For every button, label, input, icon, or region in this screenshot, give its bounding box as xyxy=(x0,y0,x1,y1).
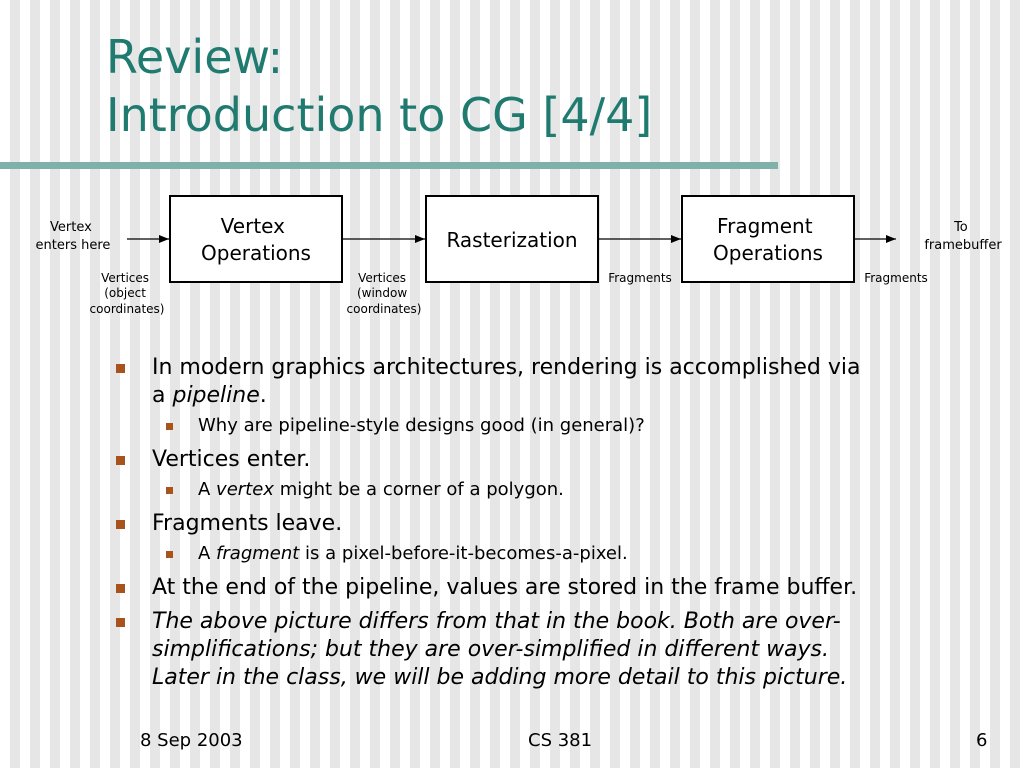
bullet-3-sub: A fragment is a pixel-before-it-becomes-… xyxy=(166,542,628,566)
slide-title: Review: Introduction to CG [4/4] xyxy=(106,28,652,144)
bullet-2-sub: A vertex might be a corner of a polygon. xyxy=(166,478,564,502)
box-fragment-operations-label: Fragment Operations xyxy=(713,214,823,265)
square-bullet-icon xyxy=(116,584,125,593)
square-bullet-icon xyxy=(166,423,173,430)
edge-label-object-vertices-line-3: coordinates) xyxy=(90,302,165,316)
bullet-4-text: At the end of the pipeline, values are s… xyxy=(152,575,858,600)
slide-title-line-1: Review: xyxy=(106,30,284,84)
edge-label-fragments-1-line-1: Fragments xyxy=(608,271,672,285)
bullet-4: At the end of the pipeline, values are s… xyxy=(116,574,858,602)
box-vertex-operations-line-2: Operations xyxy=(201,241,311,265)
square-bullet-icon xyxy=(116,520,125,529)
bullet-1-line-2: a pipeline. xyxy=(152,382,267,410)
bullet-5-line-1: The above picture differs from that in t… xyxy=(152,609,841,634)
footer-date: 8 Sep 2003 xyxy=(140,730,243,751)
input-label: Vertex enters here xyxy=(36,220,111,253)
title-underline-rule xyxy=(0,162,778,169)
edge-label-object-vertices: Vertices (object coordinates) xyxy=(90,271,165,316)
bullet-2-text: Vertices enter. xyxy=(152,447,311,472)
bullet-2: Vertices enter. xyxy=(116,446,311,474)
bullet-3-text: Fragments leave. xyxy=(152,511,343,536)
bullet-1-sub: Why are pipeline-style designs good (in … xyxy=(166,414,645,438)
input-label-line-1: Vertex xyxy=(50,220,92,235)
edge-label-fragments-2-line-1: Fragments xyxy=(864,271,928,285)
slide-title-line-2: Introduction to CG [4/4] xyxy=(106,88,653,142)
bullet-3-sub-suffix: is a pixel-before-it-becomes-a-pixel. xyxy=(299,543,628,564)
box-rasterization-line-1: Rasterization xyxy=(446,228,577,252)
square-bullet-icon xyxy=(166,551,173,558)
square-bullet-icon xyxy=(166,487,173,494)
bullet-3: Fragments leave. xyxy=(116,510,343,538)
edge-label-object-vertices-line-2: (object xyxy=(104,286,146,300)
square-bullet-icon xyxy=(116,364,125,373)
bullet-2-sub-prefix: A xyxy=(198,479,217,500)
box-vertex-operations xyxy=(169,195,343,283)
edge-label-object-vertices-line-1: Vertices xyxy=(101,271,149,285)
bullet-5-line-2: simplifications; but they are over-simpl… xyxy=(152,637,830,662)
bullet-3-sub-emphasis: fragment xyxy=(216,543,300,564)
footer-course: CS 381 xyxy=(528,730,593,751)
edge-label-window-vertices-line-1: Vertices xyxy=(358,271,406,285)
box-fragment-operations xyxy=(681,195,855,283)
edge-label-window-vertices-line-3: coordinates) xyxy=(347,302,422,316)
output-label-line-2: framebuffer xyxy=(924,238,1002,253)
box-fragment-operations-line-2: Operations xyxy=(713,241,823,265)
bullet-1-sub-text: Why are pipeline-style designs good (in … xyxy=(198,415,645,436)
bullet-1-text: In modern graphics architectures, render… xyxy=(152,355,861,380)
bullet-5: The above picture differs from that in t… xyxy=(116,608,841,636)
box-rasterization-label: Rasterization xyxy=(446,228,577,252)
edge-label-window-vertices-line-2: (window xyxy=(357,286,407,300)
bullet-5-line-3: Later in the class, we will be adding mo… xyxy=(152,665,848,690)
edge-label-fragments-1: Fragments xyxy=(608,271,672,285)
box-rasterization xyxy=(425,195,599,283)
bullet-1: In modern graphics architectures, render… xyxy=(116,354,861,382)
pipeline-diagram: Vertex enters here Vertex Operations Ras… xyxy=(36,195,1002,316)
bullet-1-line-2-prefix: a xyxy=(152,383,173,408)
square-bullet-icon xyxy=(116,456,125,465)
bullet-2-sub-emphasis: vertex xyxy=(216,479,274,500)
input-label-line-2: enters here xyxy=(36,238,111,253)
footer-page-number: 6 xyxy=(976,730,988,751)
square-bullet-icon xyxy=(116,618,125,627)
edge-label-window-vertices: Vertices (window coordinates) xyxy=(347,271,422,316)
box-fragment-operations-line-1: Fragment xyxy=(717,214,813,238)
bullet-1-suffix: . xyxy=(259,383,267,408)
output-label-line-1: To xyxy=(953,220,968,235)
edge-label-fragments-2: Fragments xyxy=(864,271,928,285)
output-label: To framebuffer xyxy=(924,220,1002,253)
bullet-1-emphasis: pipeline xyxy=(172,383,260,408)
bullet-3-sub-prefix: A xyxy=(198,543,217,564)
bullet-2-sub-suffix: might be a corner of a polygon. xyxy=(273,479,564,500)
box-vertex-operations-line-1: Vertex xyxy=(221,214,285,238)
box-vertex-operations-label: Vertex Operations xyxy=(201,214,311,265)
